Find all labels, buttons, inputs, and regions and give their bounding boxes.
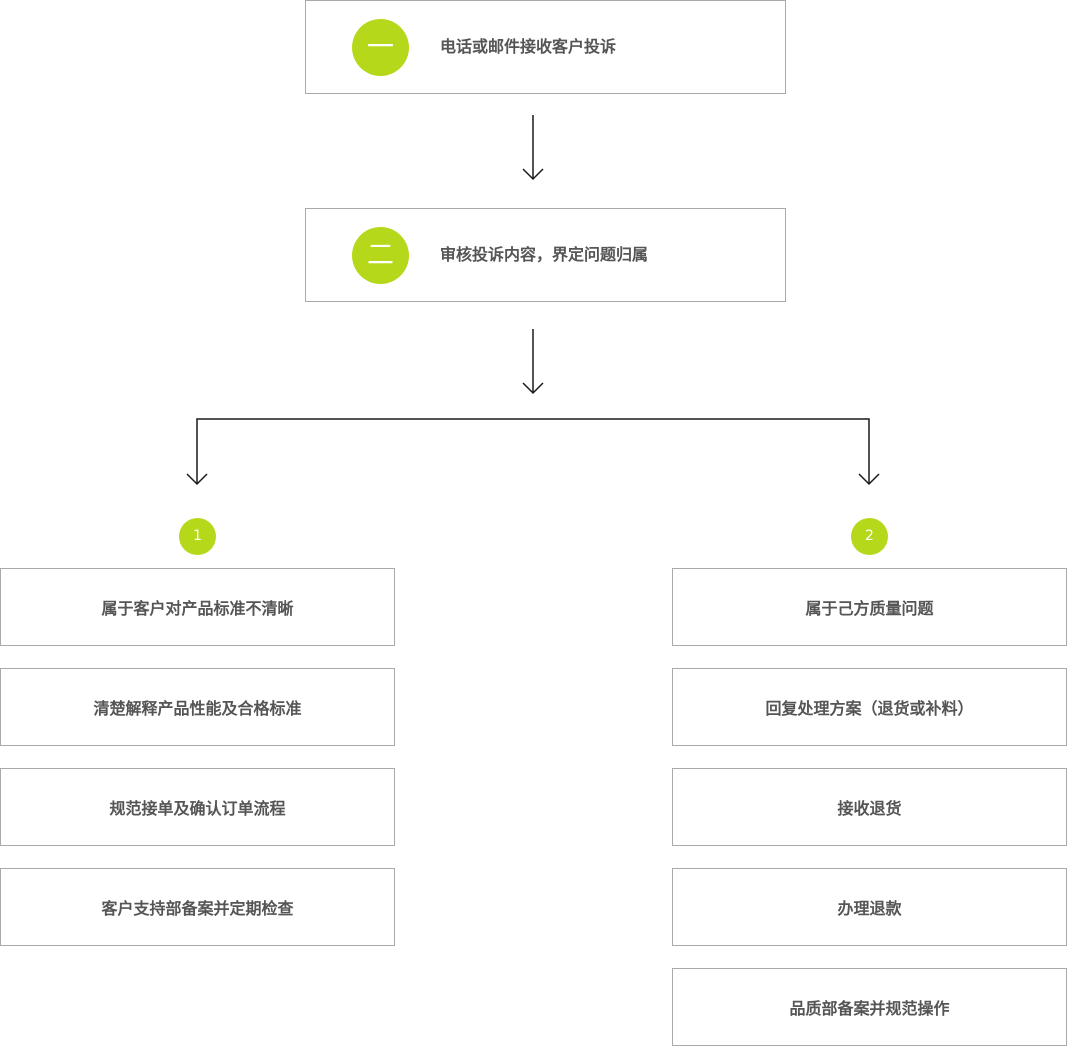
branch-1-item-1-text: 属于客户对产品标准不清晰	[101, 599, 294, 618]
branch-1-item-3: 规范接单及确认订单流程	[0, 768, 395, 846]
branch-2-item-2-text: 回复处理方案（退货或补料）	[765, 699, 974, 718]
split-connector	[196, 418, 870, 484]
arrowhead-branch-2	[858, 473, 880, 486]
branch-2-item-3: 接收退货	[672, 768, 1067, 846]
arrowhead-step2	[522, 168, 544, 181]
step-1-number-badge: 一	[352, 19, 409, 76]
branch-2-item-4-text: 办理退款	[837, 899, 902, 918]
arrowhead-split	[522, 382, 544, 395]
branch-1-item-4: 客户支持部备案并定期检查	[0, 868, 395, 946]
step-1-text: 电话或邮件接收客户投诉	[440, 37, 617, 56]
step-1-box: 一 电话或邮件接收客户投诉	[305, 0, 786, 94]
branch-2-item-5: 品质部备案并规范操作	[672, 968, 1067, 1046]
step-2-number-badge: 二	[352, 227, 409, 284]
arrowhead-branch-1	[186, 473, 208, 486]
branch-2-item-4: 办理退款	[672, 868, 1067, 946]
branch-2-item-3-text: 接收退货	[837, 799, 902, 818]
branch-2-item-1-text: 属于己方质量问题	[805, 599, 934, 618]
step-2-box: 二 审核投诉内容，界定问题归属	[305, 208, 786, 302]
branch-1-item-1: 属于客户对产品标准不清晰	[0, 568, 395, 646]
branch-2-item-5-text: 品质部备案并规范操作	[789, 999, 950, 1018]
branch-1-number-badge: 1	[179, 518, 216, 555]
branch-1-item-2: 清楚解释产品性能及合格标准	[0, 668, 395, 746]
branch-1-item-3-text: 规范接单及确认订单流程	[109, 799, 286, 818]
branch-2-item-1: 属于己方质量问题	[672, 568, 1067, 646]
branch-2-number-badge: 2	[851, 518, 888, 555]
step-2-text: 审核投诉内容，界定问题归属	[440, 245, 649, 264]
branch-2-item-2: 回复处理方案（退货或补料）	[672, 668, 1067, 746]
branch-1-item-4-text: 客户支持部备案并定期检查	[101, 899, 294, 918]
branch-1-item-2-text: 清楚解释产品性能及合格标准	[93, 699, 302, 718]
